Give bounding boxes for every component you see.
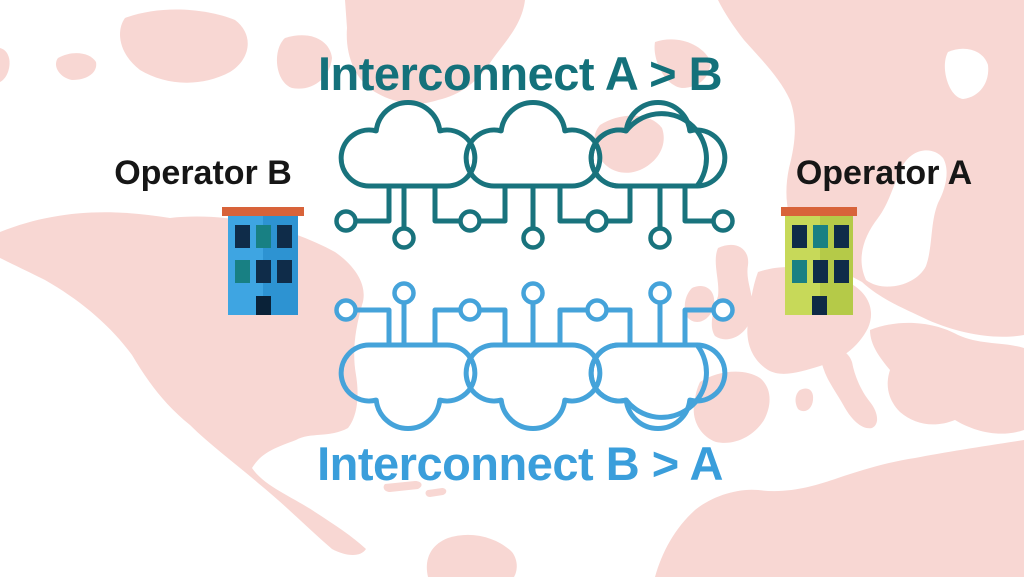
map-south-america	[426, 534, 517, 577]
map-italy	[820, 348, 878, 429]
map-norway-islet	[654, 39, 711, 88]
map-eurasia	[718, 0, 1024, 337]
operator-a-label: Operator A	[795, 154, 973, 192]
map-britain	[711, 244, 753, 340]
building-operator-b-icon	[222, 207, 304, 315]
map-cuba	[383, 481, 422, 492]
map-arctic-island	[55, 53, 97, 80]
map-coast-sliver	[0, 48, 10, 82]
map-balkans-anatolia	[870, 322, 1024, 434]
map-iberia	[693, 371, 770, 443]
map-hispaniola	[425, 488, 447, 497]
map-greenland	[345, 0, 525, 104]
map-north-america	[0, 212, 366, 556]
title-interconnect-a-b: Interconnect A > B	[317, 47, 723, 100]
title-interconnect-b-a: Interconnect B > A	[317, 437, 723, 490]
map-baltic-sea	[861, 150, 947, 287]
map-white-sea	[944, 48, 989, 99]
map-ireland	[684, 285, 715, 322]
building-operator-a-icon	[781, 207, 857, 315]
map-sardinia	[795, 388, 814, 412]
map-arctic-island	[276, 35, 332, 89]
map-arctic-island	[120, 9, 248, 83]
map-africa	[655, 440, 1024, 577]
operator-b-label: Operator B	[114, 154, 292, 192]
